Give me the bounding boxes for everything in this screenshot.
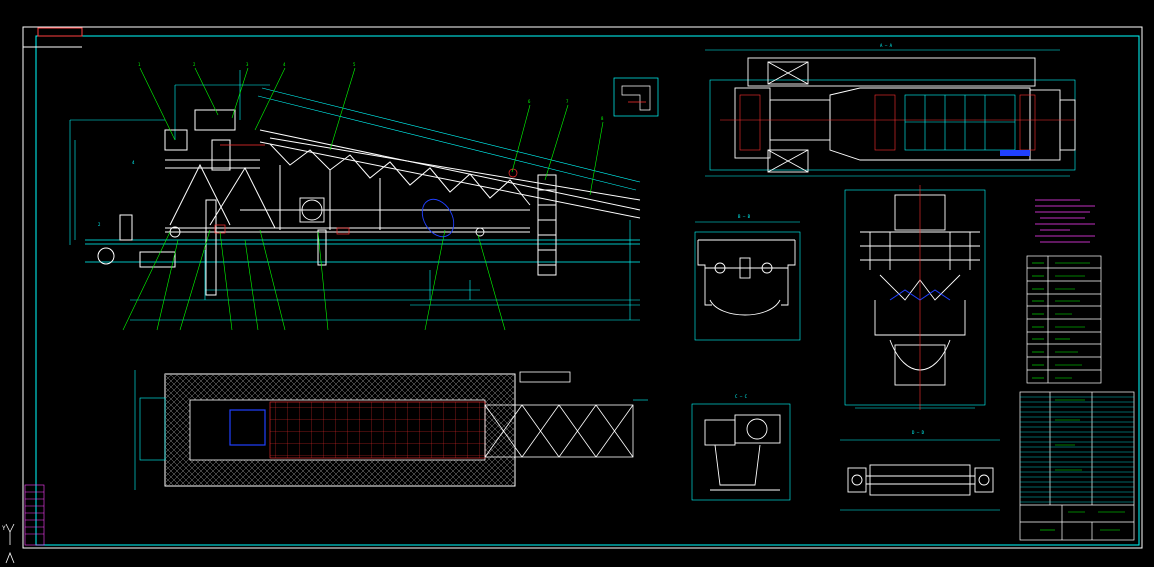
top-plan-view: A — A <box>705 43 1076 177</box>
spec-table <box>1026 255 1102 384</box>
section-a-view: B — B <box>694 214 801 341</box>
svg-text:7: 7 <box>566 99 569 104</box>
plan-view <box>134 370 648 490</box>
side-elevation-view: 4 2 1 2 3 4 5 6 7 8 <box>69 62 641 331</box>
svg-text:6: 6 <box>528 99 531 104</box>
svg-text:C — C: C — C <box>735 394 748 399</box>
svg-text:4: 4 <box>132 160 135 165</box>
svg-text:2: 2 <box>193 62 196 67</box>
svg-text:D — D: D — D <box>912 430 925 435</box>
drawing-frame <box>22 26 1143 549</box>
svg-text:5: 5 <box>353 62 356 67</box>
ucs-icon <box>5 523 15 564</box>
svg-text:1: 1 <box>138 62 141 67</box>
roller-detail-view: D — D <box>840 430 1000 511</box>
small-detail-view <box>613 77 659 117</box>
ucs-axis-label: Y <box>2 525 6 532</box>
svg-text:A — A: A — A <box>880 43 893 48</box>
svg-text:4: 4 <box>283 62 286 67</box>
svg-text:B — B: B — B <box>738 214 751 219</box>
svg-text:3: 3 <box>246 62 249 67</box>
end-section-view <box>844 185 986 410</box>
technical-notes <box>1035 199 1095 243</box>
drive-detail-view: C — C <box>691 394 791 501</box>
title-block <box>1019 391 1135 541</box>
revision-block <box>24 484 45 546</box>
svg-text:8: 8 <box>601 116 604 121</box>
svg-text:2: 2 <box>98 222 101 227</box>
